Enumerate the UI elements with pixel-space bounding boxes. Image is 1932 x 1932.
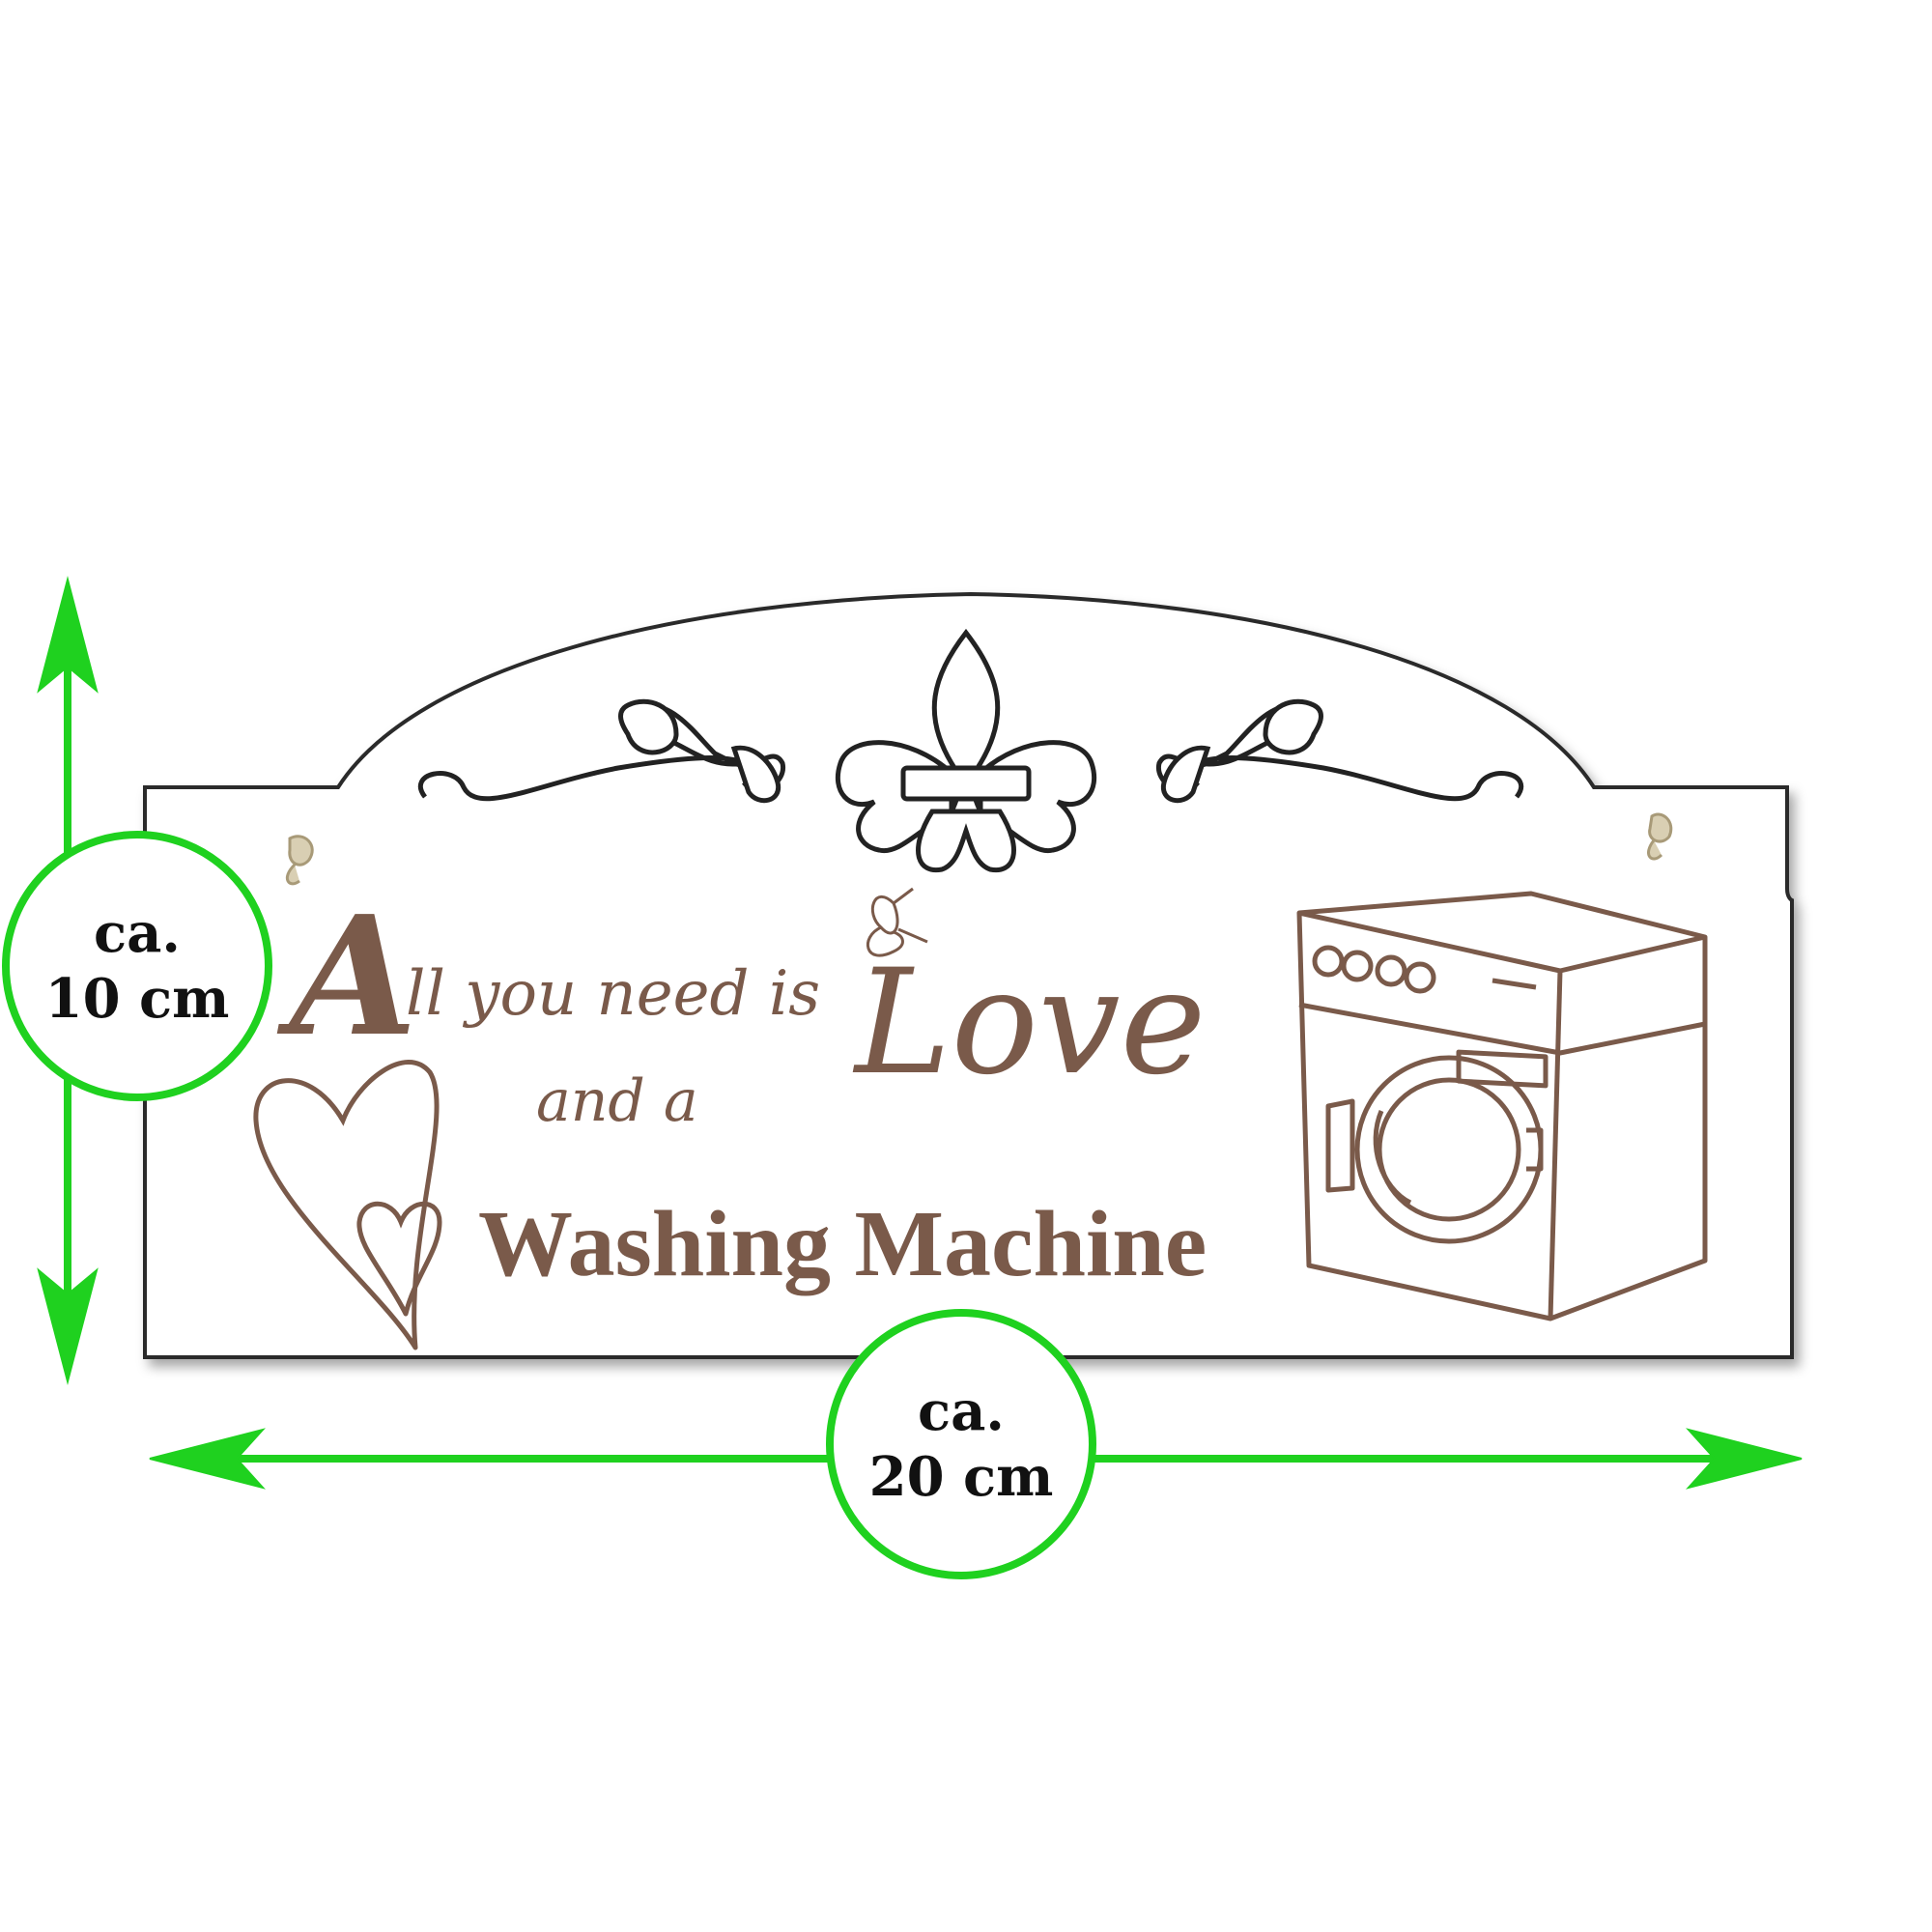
title-text: Washing Machine (478, 1192, 1207, 1296)
scroll-left-bud-icon (730, 745, 781, 804)
height-label-prefix: ca. (94, 901, 181, 965)
line2-text: and a (536, 1067, 698, 1135)
washing-machine-icon (1296, 891, 1708, 1321)
ornament (417, 628, 1524, 873)
width-arrow-left-icon (149, 1428, 266, 1490)
scroll-left-leaf-icon (618, 698, 679, 755)
heart-small-icon (356, 1201, 442, 1317)
width-label: ca. 20 cm (826, 1309, 1096, 1579)
scroll-right-leaf-icon (1263, 698, 1323, 755)
width-label-value: 20 cm (868, 1445, 1054, 1509)
sign-text: A ll you need is Love and a Washing Mach… (276, 880, 1207, 1296)
hearts (253, 1060, 442, 1350)
rope-right-icon (1647, 812, 1673, 861)
height-label: ca. 10 cm (2, 831, 272, 1101)
love-text: Love (852, 939, 1206, 1107)
rope-left-icon (285, 835, 314, 886)
width-arrow-right-icon (1686, 1428, 1803, 1490)
height-label-value: 10 cm (44, 967, 230, 1031)
butterfly-icon (866, 887, 928, 957)
initial-letter: A (276, 880, 417, 1073)
fleur-de-lis-icon (835, 628, 1097, 873)
width-label-prefix: ca. (918, 1379, 1005, 1443)
height-arrow-top-icon (37, 576, 99, 694)
line1-text: ll you need is (406, 958, 820, 1030)
rope-knots (285, 812, 1673, 886)
scroll-right-bud-icon (1160, 745, 1211, 804)
heart-large-icon (253, 1060, 440, 1350)
height-arrow-bottom-icon (37, 1267, 99, 1385)
